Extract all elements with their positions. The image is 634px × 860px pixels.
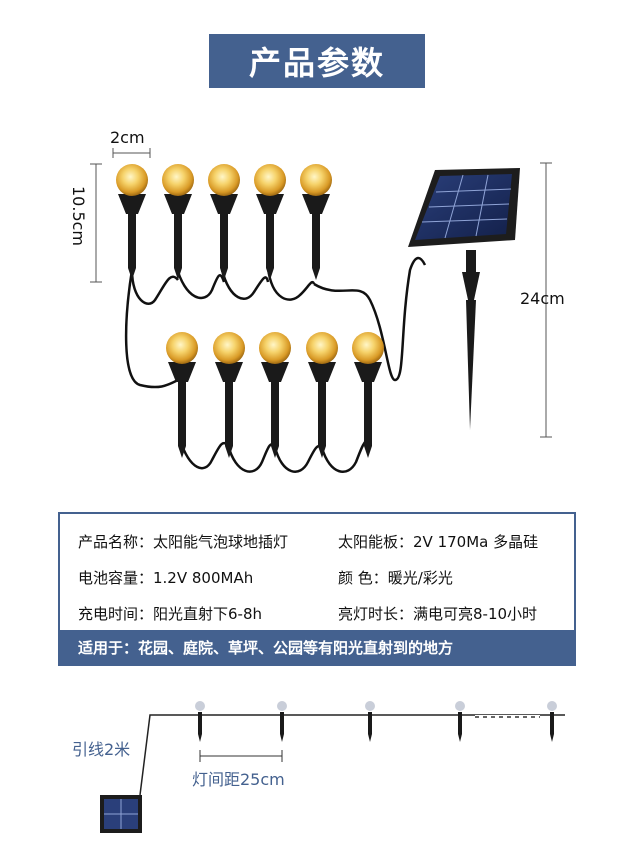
usage-footer: 适用于：花园、庭院、草坪、公园等有阳光直射到的地方 [60,630,574,664]
spec-row: 充电时间：阳光直射下6-8h 亮灯时长：满电可亮8-10小时 [78,598,562,628]
dimension-lines [90,148,552,438]
layout-diagram [100,701,565,833]
spec-right: 太阳能板：2V 170Ma 多晶硅 [338,532,539,551]
spec-row: 电池容量：1.2V 800MAh 颜 色：暖光/彩光 [78,562,562,592]
solar-panel [408,168,520,430]
height-label: 10.5cm [69,186,88,247]
spec-right: 亮灯时长：满电可亮8-10小时 [338,604,538,623]
spec-table: 产品名称：太阳能气泡球地插灯 太阳能板：2V 170Ma 多晶硅 电池容量：1.… [58,512,576,666]
page-title: 产品参数 [209,34,425,88]
spec-left: 充电时间：阳光直射下6-8h [78,604,263,623]
width-label: 2cm [110,128,145,147]
spacing-label: 灯间距25cm [192,770,285,789]
panel-height-label: 24cm [520,289,565,308]
spec-left: 产品名称：太阳能气泡球地插灯 [78,532,289,551]
light-row-bottom [166,332,384,458]
spec-row: 产品名称：太阳能气泡球地插灯 太阳能板：2V 170Ma 多晶硅 [78,526,562,556]
light-row-top [116,164,332,280]
spec-left: 电池容量：1.2V 800MAh [78,568,254,587]
lead-length-label: 引线2米 [72,740,131,759]
spec-right: 颜 色：暖光/彩光 [338,568,453,587]
